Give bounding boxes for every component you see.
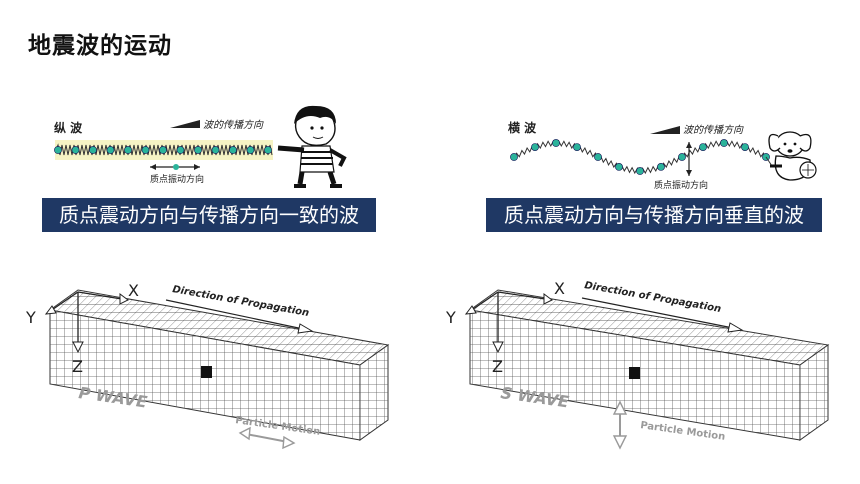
bead xyxy=(229,146,237,154)
propagation-arrow-icon xyxy=(650,126,680,134)
bead xyxy=(106,146,115,154)
s-wave-block: X Y Z Direction of Propagation S WAVE Pa… xyxy=(445,279,830,450)
propagation-arrow-icon xyxy=(170,120,200,128)
p-wave-block: X Y Z Direction of Propagation P WAVE Pa… xyxy=(25,281,390,450)
bead xyxy=(54,146,62,154)
bead xyxy=(636,167,644,175)
page-title: 地震波的运动 xyxy=(28,33,172,59)
p-axis-z-label: Z xyxy=(72,357,83,376)
s-particle-motion-arrow xyxy=(612,400,628,450)
transverse-vibration-label: 质点振动方向 xyxy=(654,179,708,191)
transverse-propagation-label: 波的传播方向 xyxy=(683,124,744,136)
bead xyxy=(246,146,255,154)
transverse-label: 横 波 xyxy=(508,120,537,135)
particle-marker xyxy=(201,366,212,378)
longitudinal-label: 纵 波 xyxy=(54,120,83,135)
p-axis-x-label: X xyxy=(128,281,139,300)
particle-marker xyxy=(629,367,640,379)
bead xyxy=(552,139,560,147)
bead xyxy=(124,146,132,154)
vibration-arrow-icon xyxy=(686,142,692,176)
bead xyxy=(71,146,80,154)
longitudinal-vibration-label: 质点振动方向 xyxy=(150,173,204,185)
bead xyxy=(531,143,539,152)
s-axis-z-label: Z xyxy=(492,357,503,376)
bead xyxy=(211,146,220,154)
spring-coil xyxy=(55,143,273,156)
longitudinal-wave-panel: 纵 波 波的传播方向 质点振动方向 xyxy=(54,105,347,188)
bead xyxy=(194,146,202,154)
longitudinal-propagation-label: 波的传播方向 xyxy=(203,119,264,131)
longitudinal-spring xyxy=(54,143,273,156)
bead xyxy=(264,146,272,154)
bead xyxy=(141,146,150,154)
s-axis-y-label: Y xyxy=(445,308,456,327)
transverse-wave-beads xyxy=(510,139,773,175)
bead xyxy=(699,143,707,152)
boy-figure xyxy=(277,105,347,188)
bead xyxy=(573,143,581,152)
transverse-wave-panel: 横 波 波的传播方向 质点振动方向 xyxy=(508,120,817,191)
p-axis-y-label: Y xyxy=(25,308,36,327)
longitudinal-caption: 质点震动方向与传播方向一致的波 xyxy=(42,198,376,232)
bead xyxy=(678,153,686,161)
vibration-arrow-icon xyxy=(150,164,200,170)
bead xyxy=(594,153,602,161)
dog-figure xyxy=(768,131,817,181)
x-axis-line xyxy=(497,291,553,301)
bead xyxy=(89,146,97,154)
s-axis-x-label: X xyxy=(554,279,565,298)
bead xyxy=(510,153,518,161)
p-propagation-arrow xyxy=(165,299,309,331)
bead xyxy=(159,146,167,154)
p-particle-motion-arrow xyxy=(238,426,296,450)
bead xyxy=(176,146,185,154)
s-propagation-arrow xyxy=(581,297,739,330)
bead xyxy=(720,139,728,147)
bead xyxy=(615,162,623,171)
transverse-caption: 质点震动方向与传播方向垂直的波 xyxy=(486,198,822,232)
bead xyxy=(657,162,665,171)
bead xyxy=(741,143,749,152)
